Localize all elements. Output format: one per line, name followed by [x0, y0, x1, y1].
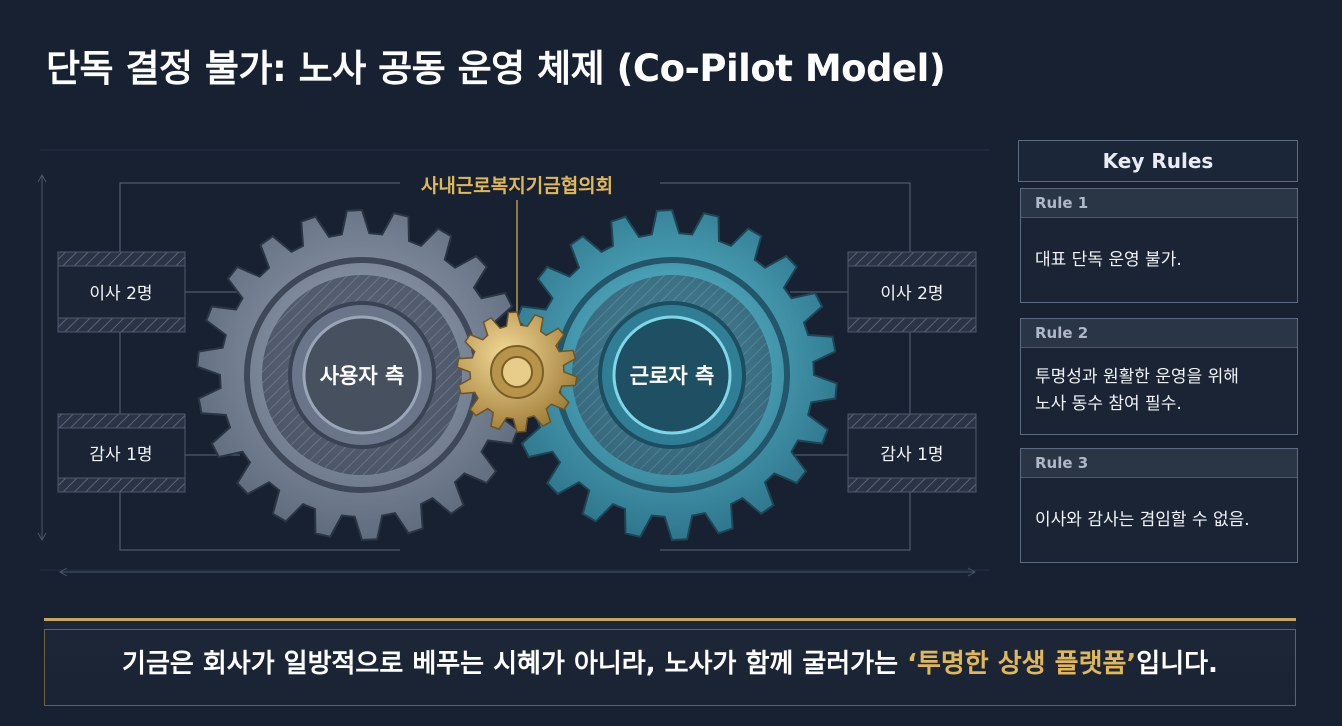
council-label: 사내근로복지기금협의회	[421, 175, 613, 197]
employer-auditor-label: 감사 1명	[89, 445, 152, 465]
dimension-lines	[37, 173, 977, 577]
rule-label: Rule 3	[1021, 449, 1297, 478]
rule-card-3: Rule 3 이사와 감사는 겸임할 수 없음.	[1020, 448, 1298, 563]
frame-lines	[119, 182, 911, 551]
banner-text-suffix: 입니다.	[1136, 649, 1218, 679]
employer-gear	[196, 208, 528, 542]
employee-gear-label: 근로자 측	[630, 364, 715, 388]
rule-card-1: Rule 1 대표 단독 운영 불가.	[1020, 188, 1298, 303]
page-title: 단독 결정 불가: 노사 공동 운영 체제 (Co-Pilot Model)	[46, 47, 946, 90]
employee-auditor-label: 감사 1명	[880, 445, 943, 465]
employer-director-label: 이사 2명	[89, 284, 152, 304]
banner-frame	[44, 629, 1296, 706]
rule-label: Rule 1	[1021, 189, 1297, 218]
council-gear	[456, 311, 578, 433]
rule-text: 이사와 감사는 겸임할 수 없음.	[1035, 509, 1250, 530]
key-rules-header: Key Rules	[1018, 140, 1298, 182]
banner-highlight: ‘투명한 상생 플랫폼’	[907, 649, 1137, 679]
blueprint-grid	[40, 149, 990, 571]
rule-label: Rule 2	[1021, 319, 1297, 348]
banner-text-prefix: 기금은 회사가 일방적으로 베푸는 시혜가 아니라, 노사가 함께 굴러가는	[122, 649, 908, 679]
employee-auditor-box: 감사 1명	[847, 413, 977, 493]
employer-director-box: 이사 2명	[57, 251, 186, 333]
rule-card-2: Rule 2 투명성과 원활한 운영을 위해 노사 동수 참여 필수.	[1020, 318, 1298, 435]
rule-text: 투명성과 원활한 운영을 위해 노사 동수 참여 필수.	[1035, 367, 1239, 414]
employee-gear	[506, 208, 838, 542]
employee-director-box: 이사 2명	[847, 251, 977, 333]
banner-text: 기금은 회사가 일방적으로 베푸는 시혜가 아니라, 노사가 함께 굴러가는 ‘…	[44, 643, 1296, 680]
summary-banner: 기금은 회사가 일방적으로 베푸는 시혜가 아니라, 노사가 함께 굴러가는 ‘…	[44, 618, 1296, 706]
employer-gear-label: 사용자 측	[320, 364, 405, 388]
employee-director-label: 이사 2명	[880, 284, 943, 304]
co-pilot-diagram: 사내근로복지기금협의회 사용자 측 근로자 측 이사 2명 감사 1명	[37, 149, 990, 577]
employer-auditor-box: 감사 1명	[57, 413, 186, 493]
rule-text: 대표 단독 운영 불가.	[1035, 249, 1182, 270]
